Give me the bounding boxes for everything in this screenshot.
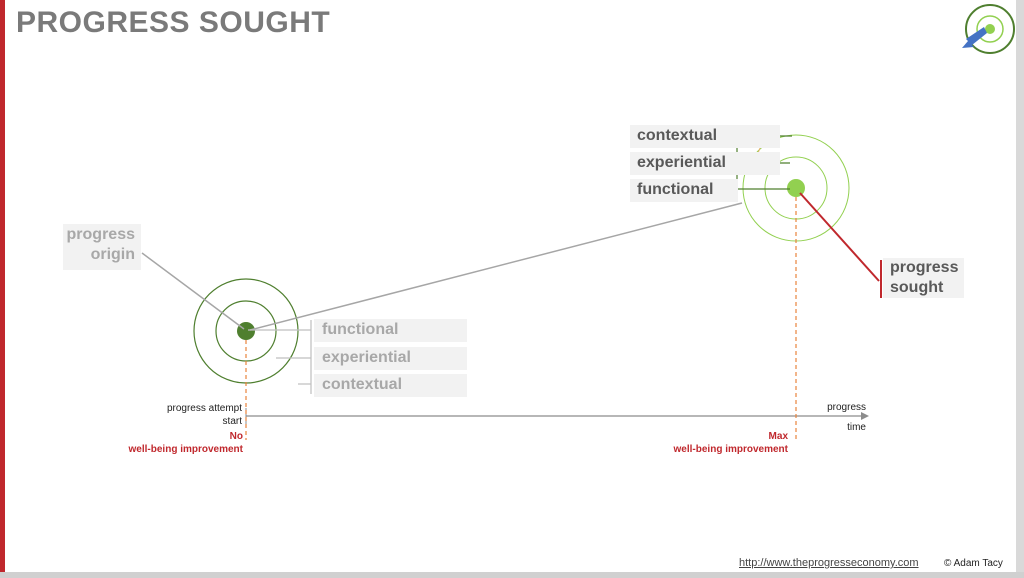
slide-edge bbox=[1016, 0, 1024, 578]
axis-end-line2: time bbox=[847, 422, 866, 433]
max-improvement-line1: Max bbox=[768, 431, 788, 442]
sought-label-line2: sought bbox=[890, 279, 944, 296]
origin-label-line2: origin bbox=[90, 246, 135, 263]
page-title: PROGRESS SOUGHT bbox=[16, 6, 331, 39]
origin-label-line1: progress bbox=[66, 226, 135, 243]
no-improvement-label: No well-being improvement bbox=[100, 430, 243, 456]
axis-end-line1: progress bbox=[827, 402, 866, 413]
sought-layer-experiential: experiential bbox=[630, 152, 780, 175]
axis-start-line2: start bbox=[222, 416, 242, 427]
sought-pointer-line bbox=[799, 192, 880, 282]
origin-label: progress origin bbox=[63, 224, 141, 270]
sought-layer-functional: functional bbox=[630, 179, 738, 202]
footer-url-link[interactable]: http://www.theprogresseconomy.com bbox=[739, 557, 919, 569]
axis-start-line1: progress attempt bbox=[166, 403, 242, 414]
target-logo-icon bbox=[962, 4, 1015, 54]
origin-layer-functional: functional bbox=[314, 319, 467, 342]
sought-layer-contextual: contextual bbox=[630, 125, 780, 148]
time-axis bbox=[245, 408, 869, 424]
footer-copyright: © Adam Tacy bbox=[944, 558, 1003, 569]
axis-end-label: progress time bbox=[800, 401, 866, 434]
slide-edge-bottom bbox=[0, 572, 1024, 578]
origin-layer-contextual: contextual bbox=[314, 374, 467, 397]
accent-bar bbox=[0, 0, 5, 572]
no-improvement-line2: well-being improvement bbox=[128, 444, 243, 455]
max-improvement-label: Max well-being improvement bbox=[640, 430, 788, 456]
origin-layer-brackets bbox=[248, 320, 312, 394]
origin-pointer-line bbox=[141, 252, 245, 330]
origin-rings bbox=[193, 278, 299, 384]
max-improvement-line2: well-being improvement bbox=[673, 444, 788, 455]
no-improvement-line1: No bbox=[229, 431, 243, 442]
origin-layer-experiential: experiential bbox=[314, 347, 467, 370]
progress-path-line bbox=[249, 202, 743, 331]
sought-label: progress sought bbox=[883, 258, 964, 298]
axis-start-label: progress attempt start bbox=[150, 402, 242, 428]
sought-label-line1: progress bbox=[890, 259, 959, 276]
